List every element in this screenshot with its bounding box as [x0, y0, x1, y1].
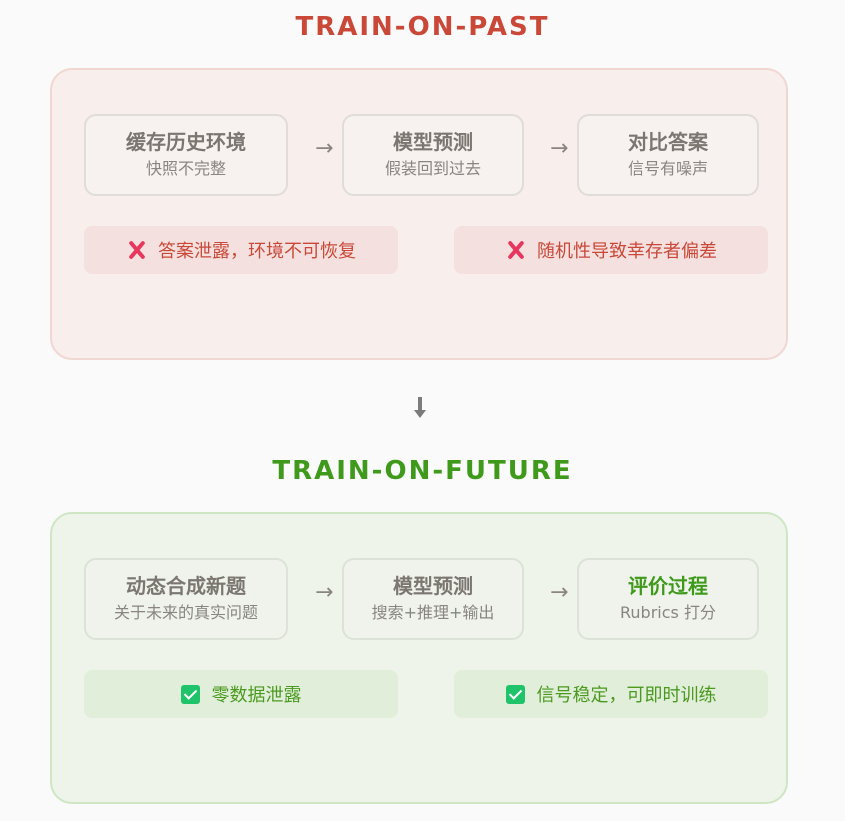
step-subtitle: 假装回到过去 — [384, 159, 481, 178]
step-title: 动态合成新题 — [126, 574, 246, 598]
problem-survivor-bias: 随机性导致幸存者偏差 — [454, 226, 768, 274]
x-icon — [126, 239, 148, 261]
down-arrow-icon — [414, 397, 426, 418]
step-title: 模型预测 — [393, 130, 473, 154]
train-on-past-panel: 缓存历史环境 快照不完整 → 模型预测 假装回到过去 → 对比答案 信号有噪声 … — [50, 68, 788, 360]
step-subtitle: 关于未来的真实问题 — [113, 603, 258, 622]
step-compare-answer: 对比答案 信号有噪声 — [577, 114, 759, 196]
right-arrow-icon: → — [315, 136, 334, 161]
train-on-future-panel: 动态合成新题 关于未来的真实问题 → 模型预测 搜索+推理+输出 → 评价过程 … — [50, 512, 788, 804]
step-subtitle: 快照不完整 — [145, 159, 226, 178]
right-arrow-icon: → — [550, 136, 569, 161]
benefit-zero-leak: 零数据泄露 — [84, 670, 398, 718]
step-subtitle: 信号有噪声 — [627, 159, 708, 178]
step-title: 模型预测 — [393, 574, 473, 598]
x-icon — [505, 239, 527, 261]
step-title: 缓存历史环境 — [126, 130, 246, 154]
benefit-text: 零数据泄露 — [211, 685, 302, 706]
problem-text: 答案泄露，环境不可恢复 — [158, 241, 356, 262]
step-subtitle: Rubrics 打分 — [620, 603, 716, 622]
problem-answer-leak: 答案泄露，环境不可恢复 — [84, 226, 398, 274]
problem-text: 随机性导致幸存者偏差 — [537, 241, 717, 262]
step-model-predict: 模型预测 假装回到过去 — [342, 114, 524, 196]
train-on-future-title: TRAIN-ON-FUTURE — [272, 456, 573, 486]
check-icon — [505, 684, 525, 704]
benefit-text: 信号稳定，可即时训练 — [536, 685, 717, 706]
train-on-past-title: TRAIN-ON-PAST — [295, 12, 550, 42]
step-model-predict: 模型预测 搜索+推理+输出 — [342, 558, 524, 640]
step-title: 评价过程 — [628, 574, 708, 598]
step-evaluate-process: 评价过程 Rubrics 打分 — [577, 558, 759, 640]
step-subtitle: 搜索+推理+输出 — [371, 603, 495, 622]
check-icon — [180, 684, 200, 704]
benefit-stable-signal: 信号稳定，可即时训练 — [454, 670, 768, 718]
right-arrow-icon: → — [315, 580, 334, 605]
step-title: 对比答案 — [628, 130, 708, 154]
right-arrow-icon: → — [550, 580, 569, 605]
step-synthesize-questions: 动态合成新题 关于未来的真实问题 — [84, 558, 288, 640]
step-cache-history-env: 缓存历史环境 快照不完整 — [84, 114, 288, 196]
